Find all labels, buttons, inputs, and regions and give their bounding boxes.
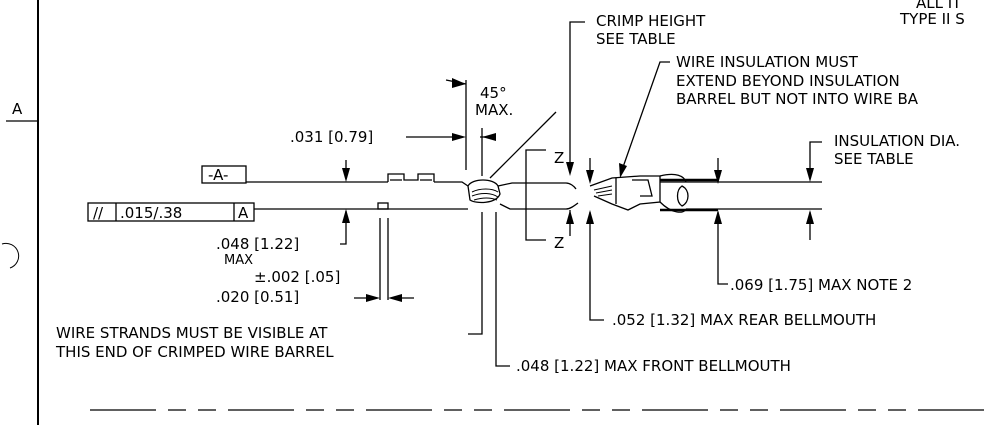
terminal-outline	[377, 173, 718, 213]
top-right-note-line2: TYPE II S	[899, 10, 965, 28]
wire-insulation-line3: BARREL BUT NOT INTO WIRE BA	[676, 90, 919, 108]
dim-020-extension	[354, 218, 414, 302]
z-bottom-label: Z	[554, 234, 564, 252]
dim-020-label: .020 [0.51]	[216, 288, 299, 306]
z-top-label: Z	[554, 149, 564, 167]
dim-048-max-suffix: MAX	[224, 253, 253, 268]
dim-031-leader: .031 [0.79]	[290, 128, 496, 176]
parallelism-symbol: //	[93, 204, 104, 222]
dim-069-label: .069 [1.75] MAX NOTE 2	[730, 276, 912, 294]
rear-bellmouth-callout: .052 [1.32] MAX REAR BELLMOUTH	[586, 158, 876, 329]
dim-069-callout: .069 [1.75] MAX NOTE 2	[714, 158, 912, 294]
wire-strands-line2: THIS END OF CRIMPED WIRE BARREL	[55, 343, 334, 361]
top-right-note-line1: ALL IT	[916, 0, 962, 12]
parallelism-control-frame: // .015/.38 A	[87, 202, 255, 222]
angle-max: MAX.	[475, 101, 513, 119]
wire-insulation-callout: WIRE INSULATION MUST EXTEND BEYOND INSUL…	[619, 53, 919, 178]
datum-a-label: -A-	[208, 166, 228, 184]
angle-45-dimension: 45° MAX.	[445, 78, 557, 179]
zone-letter: A	[12, 100, 23, 118]
parallelism-value: .015/.38	[120, 204, 182, 222]
front-bellmouth-callout: .048 [1.22] MAX FRONT BELLMOUTH	[495, 212, 791, 375]
angle-value: 45°	[480, 84, 507, 102]
dim-052-label: .052 [1.32] MAX REAR BELLMOUTH	[612, 311, 876, 329]
height-dimension-arrows	[340, 160, 350, 245]
parallelism-datum: A	[238, 204, 249, 222]
crimp-height-line1: CRIMP HEIGHT	[596, 12, 706, 30]
section-z-marks: Z Z	[525, 149, 574, 252]
wire-insulation-line2: EXTEND BEYOND INSULATION	[676, 72, 900, 90]
dim-048-front-label: .048 [1.22] MAX FRONT BELLMOUTH	[516, 357, 791, 375]
dim-048-max-value: .048 [1.22]	[216, 235, 299, 253]
insulation-dia-callout: INSULATION DIA. SEE TABLE	[806, 132, 960, 240]
wire-insulation-line1: WIRE INSULATION MUST	[676, 53, 859, 71]
wire-strands-callout: WIRE STRANDS MUST BE VISIBLE AT THIS END…	[55, 212, 483, 361]
insulation-dia-line2: SEE TABLE	[834, 150, 914, 168]
wire-strands-line1: WIRE STRANDS MUST BE VISIBLE AT	[56, 324, 328, 342]
crimp-height-line2: SEE TABLE	[596, 30, 676, 48]
dim-tolerance-label: ±.002 [.05]	[254, 268, 340, 286]
dim-031-label: .031 [0.79]	[290, 128, 373, 146]
insulation-dia-line1: INSULATION DIA.	[834, 132, 960, 150]
crimp-height-callout: CRIMP HEIGHT SEE TABLE	[566, 12, 706, 176]
datum-a-frame	[201, 165, 247, 184]
frame-arc	[1, 242, 20, 269]
